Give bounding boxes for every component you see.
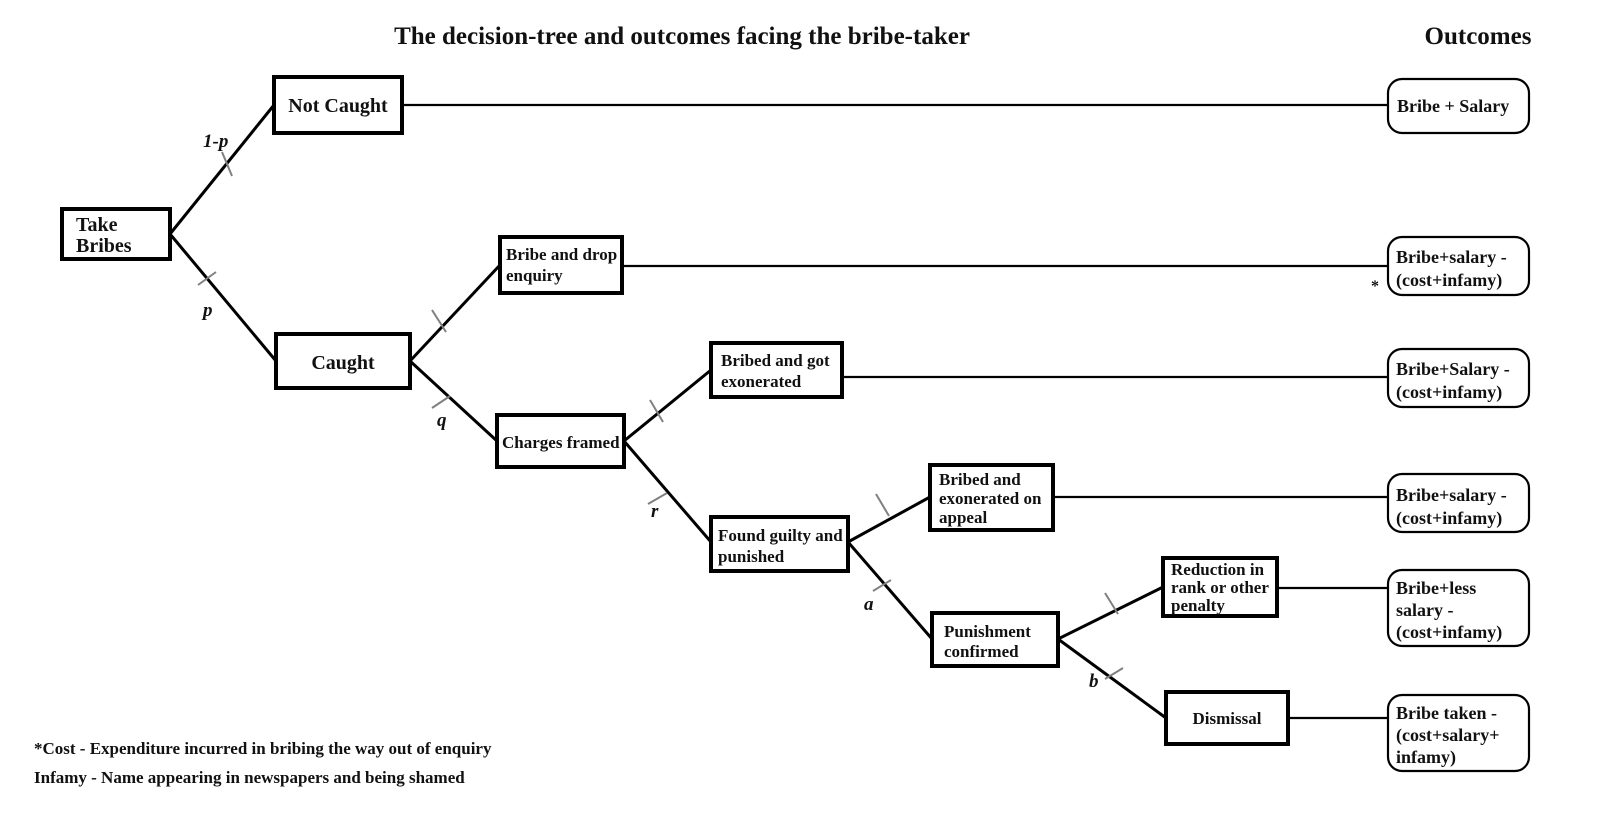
node-bribe-and-drop-enquiry-box bbox=[498, 235, 624, 295]
outcome-bribe-less-salary[interactable]: Bribe+less salary - (cost+infamy) bbox=[1386, 568, 1531, 648]
page-title: The decision-tree and outcomes facing th… bbox=[394, 23, 970, 50]
tick-mark-exonerated bbox=[649, 399, 664, 423]
node-reduction-in-rank-label-line3: penalty bbox=[1171, 596, 1225, 615]
outcome-6-label-line3: infamy) bbox=[1396, 747, 1456, 768]
tick-mark-caught bbox=[197, 271, 217, 286]
node-bribed-and-got-exonerated[interactable]: Bribed and got exonerated bbox=[709, 341, 844, 399]
node-reduction-in-rank-label-line2: rank or other bbox=[1171, 578, 1269, 597]
outcome-bribe-salary-minus-cost-infamy-3[interactable]: Bribe+salary - (cost+infamy) bbox=[1386, 472, 1531, 534]
node-caught[interactable]: Caught bbox=[274, 332, 412, 390]
outcome-bribe-salary-minus-cost-infamy-1[interactable]: Bribe+salary - (cost+infamy) bbox=[1386, 235, 1531, 297]
tick-mark-not-caught bbox=[221, 151, 233, 177]
node-dismissal[interactable]: Dismissal bbox=[1164, 690, 1290, 746]
tick-mark-bribe-drop-enquiry bbox=[431, 309, 447, 333]
tick-mark-punishment-confirmed bbox=[872, 579, 892, 592]
outcome-bribe-salary[interactable]: Bribe + Salary bbox=[1386, 77, 1531, 135]
node-not-caught-box bbox=[272, 75, 404, 135]
branch-take-bribes-to-caught bbox=[168, 233, 278, 362]
probability-label-dismissal: b bbox=[1089, 671, 1099, 692]
branch-caught-to-charges-framed bbox=[408, 359, 499, 443]
footnote-infamy: Infamy - Name appearing in newspapers an… bbox=[34, 768, 465, 787]
node-caught-box bbox=[274, 332, 412, 390]
node-punishment-confirmed-label-line2: confirmed bbox=[944, 642, 1019, 661]
probability-label-charges-framed: q bbox=[437, 410, 447, 431]
node-not-caught-label: Not Caught bbox=[288, 95, 388, 117]
outcome-6-label-line2: (cost+salary+ bbox=[1396, 725, 1500, 746]
outcome-6-label-line1: Bribe taken - bbox=[1396, 703, 1497, 723]
node-dismissal-box bbox=[1164, 690, 1290, 746]
outcome-5-box bbox=[1386, 568, 1531, 648]
branch-punishment-to-dismissal bbox=[1057, 637, 1167, 720]
node-take-bribes-label-line1: Take bbox=[76, 214, 118, 236]
outcome-bribe-taken[interactable]: Bribe taken - (cost+salary+ infamy) bbox=[1386, 693, 1531, 773]
node-bribe-and-drop-enquiry-label-line1: Bribe and drop bbox=[506, 245, 617, 264]
outcome-3-box bbox=[1386, 347, 1531, 409]
node-found-guilty-and-punished-box bbox=[709, 515, 850, 573]
outcome-3-label-line2: (cost+infamy) bbox=[1396, 382, 1502, 403]
node-found-guilty-label-line1: Found guilty and bbox=[718, 526, 843, 545]
node-take-bribes[interactable]: Take Bribes bbox=[60, 207, 172, 261]
tick-mark-dismissal bbox=[1104, 667, 1124, 680]
outcome-5-label-line1: Bribe+less bbox=[1396, 578, 1476, 598]
outcome-2-box bbox=[1386, 235, 1531, 297]
branch-caught-to-bribe-drop-enquiry bbox=[408, 263, 502, 363]
outcome-6-box bbox=[1386, 693, 1531, 773]
branch-charges-framed-to-exonerated bbox=[623, 368, 712, 443]
branch-take-bribes-to-not-caught bbox=[168, 104, 276, 235]
node-charges-framed[interactable]: Charges framed bbox=[495, 413, 626, 469]
node-found-guilty-and-punished[interactable]: Found guilty and punished bbox=[709, 515, 850, 573]
node-bribed-exonerated-appeal-label-line3: appeal bbox=[939, 508, 987, 527]
outcome-bribe-salary-minus-cost-infamy-2[interactable]: Bribe+Salary - (cost+infamy) bbox=[1386, 347, 1531, 409]
footnote-cost: *Cost - Expenditure incurred in bribing … bbox=[34, 739, 492, 758]
asterisk-marker: * bbox=[1371, 278, 1379, 295]
node-reduction-in-rank-box bbox=[1161, 556, 1279, 618]
node-punishment-confirmed-label-line1: Punishment bbox=[944, 622, 1031, 641]
node-caught-label: Caught bbox=[311, 352, 375, 374]
node-charges-framed-box bbox=[495, 413, 626, 469]
branch-punishment-to-reduction-rank bbox=[1057, 585, 1164, 641]
outcome-bribe-salary-label: Bribe + Salary bbox=[1397, 96, 1509, 116]
branch-found-guilty-to-appeal-exonerated bbox=[847, 495, 931, 544]
tick-mark-appeal-exonerated bbox=[875, 493, 890, 517]
probability-label-caught: p bbox=[201, 300, 213, 321]
node-punishment-confirmed-box bbox=[930, 611, 1060, 668]
node-bribed-and-got-exonerated-box bbox=[709, 341, 844, 399]
node-punishment-confirmed[interactable]: Punishment confirmed bbox=[930, 611, 1060, 668]
node-bribed-exonerated-on-appeal-box bbox=[928, 463, 1055, 532]
outcome-bribe-salary-box bbox=[1386, 77, 1531, 135]
outcome-5-label-line2: salary - bbox=[1396, 600, 1454, 620]
node-bribed-exonerated-on-appeal[interactable]: Bribed and exonerated on appeal bbox=[928, 463, 1055, 532]
node-bribed-exonerated-appeal-label-line2: exonerated on bbox=[939, 489, 1042, 508]
node-bribed-and-got-exonerated-label-line2: exonerated bbox=[721, 372, 802, 391]
node-take-bribes-label-line2: Bribes bbox=[76, 235, 132, 257]
node-reduction-in-rank[interactable]: Reduction in rank or other penalty bbox=[1161, 556, 1279, 618]
node-bribe-and-drop-enquiry-label-line2: enquiry bbox=[506, 266, 563, 285]
tick-mark-charges-framed bbox=[431, 395, 451, 409]
outcome-2-label-line2: (cost+infamy) bbox=[1396, 270, 1502, 291]
node-dismissal-label: Dismissal bbox=[1193, 709, 1262, 728]
outcome-4-box bbox=[1386, 472, 1531, 534]
node-charges-framed-label: Charges framed bbox=[502, 433, 620, 452]
probability-label-punishment-confirmed: a bbox=[864, 594, 874, 615]
node-not-caught[interactable]: Not Caught bbox=[272, 75, 404, 135]
outcome-4-label-line1: Bribe+salary - bbox=[1396, 485, 1507, 505]
branch-charges-framed-to-found-guilty bbox=[622, 440, 713, 543]
tick-mark-reduction-rank bbox=[1104, 592, 1119, 615]
outcomes-column-title: Outcomes bbox=[1425, 23, 1532, 50]
outcome-5-label-line3: (cost+infamy) bbox=[1396, 622, 1502, 643]
tick-mark-found-guilty bbox=[647, 492, 668, 505]
outcome-3-label-line1: Bribe+Salary - bbox=[1396, 359, 1510, 379]
outcome-2-label-line1: Bribe+salary - bbox=[1396, 247, 1507, 267]
probability-label-not-caught: 1-p bbox=[203, 131, 228, 152]
node-take-bribes-box bbox=[60, 207, 172, 261]
node-reduction-in-rank-label-line1: Reduction in bbox=[1171, 560, 1265, 579]
node-found-guilty-label-line2: punished bbox=[718, 547, 785, 566]
probability-label-found-guilty: r bbox=[651, 501, 659, 522]
node-bribed-and-got-exonerated-label-line1: Bribed and got bbox=[721, 351, 830, 370]
outcome-4-label-line2: (cost+infamy) bbox=[1396, 508, 1502, 529]
node-bribed-exonerated-appeal-label-line1: Bribed and bbox=[939, 470, 1021, 489]
branch-found-guilty-to-punishment-confirmed bbox=[846, 541, 934, 640]
node-bribe-and-drop-enquiry[interactable]: Bribe and drop enquiry bbox=[498, 235, 624, 295]
